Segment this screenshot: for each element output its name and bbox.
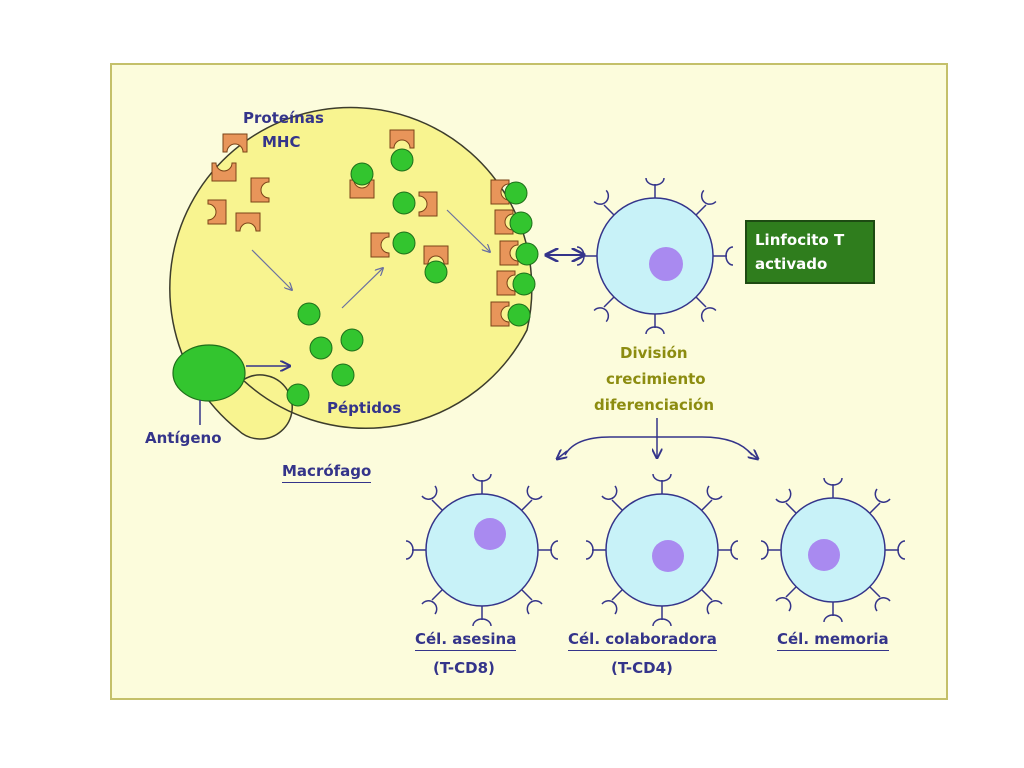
label-mhc-proteins-line2: MHC xyxy=(262,133,301,151)
activated-t-cell-box: Linfocito T activado xyxy=(745,220,875,284)
label-mhc-proteins-line1: Proteínas xyxy=(243,109,324,127)
arrow-peptides-to-complex xyxy=(341,268,383,309)
t-cell-helper xyxy=(585,473,739,627)
label-killer-type: (T-CD8) xyxy=(433,659,495,677)
mhc-peptide-complexes xyxy=(349,129,449,284)
label-antigen: Antígeno xyxy=(145,429,222,447)
label-killer-cell: Cél. asesina xyxy=(415,628,517,651)
activated-t-line1: Linfocito T xyxy=(755,231,845,249)
t-cell-memory xyxy=(760,477,906,623)
differentiation-arrows xyxy=(557,418,758,459)
label-memory-cell: Cél. memoria xyxy=(777,628,889,651)
t-cell-killer xyxy=(405,473,559,627)
peptides xyxy=(286,302,364,407)
activated-t-line2: activado xyxy=(755,255,828,273)
label-differentiation: diferenciación xyxy=(594,396,714,414)
label-macrophage: Macrófago xyxy=(282,460,372,483)
label-growth: crecimiento xyxy=(606,370,706,388)
label-peptides: Péptidos xyxy=(327,399,402,417)
mhc-proteins-free xyxy=(207,133,270,232)
label-division: División xyxy=(620,344,688,362)
label-helper-type: (T-CD4) xyxy=(611,659,673,677)
arrow-complex-to-surface xyxy=(446,209,490,252)
surface-mhc-complexes xyxy=(490,179,539,327)
antigen xyxy=(172,344,246,402)
label-helper-cell: Cél. colaboradora xyxy=(568,628,717,651)
arrow-mhc-to-peptides xyxy=(251,249,292,290)
t-cell-activated xyxy=(576,177,734,335)
